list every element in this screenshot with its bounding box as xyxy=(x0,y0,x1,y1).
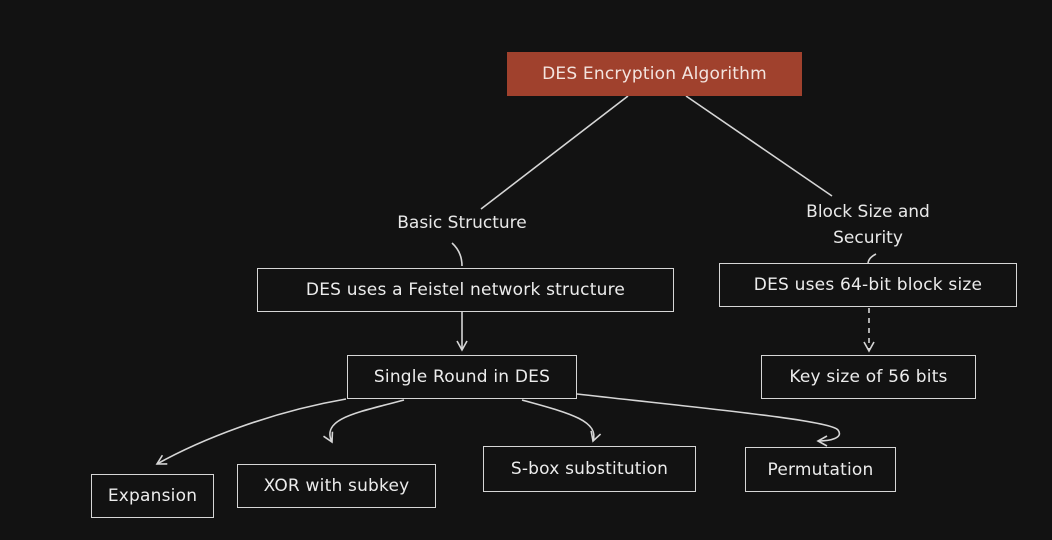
arrow-single-round-sbox xyxy=(521,399,602,443)
node-single-round[interactable]: Single Round in DES xyxy=(347,355,577,399)
node-expansion[interactable]: Expansion xyxy=(91,474,214,518)
edge-label-block-size-line1: Block Size and xyxy=(806,202,930,222)
edge-label-basic-structure: Basic Structure xyxy=(372,210,552,236)
arrow-single-round-expansion xyxy=(155,398,347,465)
edge-label-basic-structure-text: Basic Structure xyxy=(397,213,527,233)
arrow-single-round-xor xyxy=(323,399,405,444)
arrow-single-round-permutation xyxy=(576,393,841,447)
node-xor-subkey[interactable]: XOR with subkey xyxy=(237,464,436,508)
node-block-size[interactable]: DES uses 64-bit block size xyxy=(719,263,1017,307)
node-permutation[interactable]: Permutation xyxy=(745,447,896,492)
edge-label-block-size-line2: Security xyxy=(833,228,903,248)
node-sbox-substitution[interactable]: S-box substitution xyxy=(483,446,696,492)
edge-root-block-size xyxy=(685,95,833,197)
edge-root-basic-structure xyxy=(480,95,629,210)
node-feistel-network[interactable]: DES uses a Feistel network structure xyxy=(257,268,674,312)
edge-basic-structure-feistel xyxy=(451,242,463,267)
node-des-encryption-algorithm[interactable]: DES Encryption Algorithm xyxy=(507,52,802,96)
node-key-size[interactable]: Key size of 56 bits xyxy=(761,355,976,399)
edge-label-block-size-security: Block Size and Security xyxy=(778,199,958,251)
